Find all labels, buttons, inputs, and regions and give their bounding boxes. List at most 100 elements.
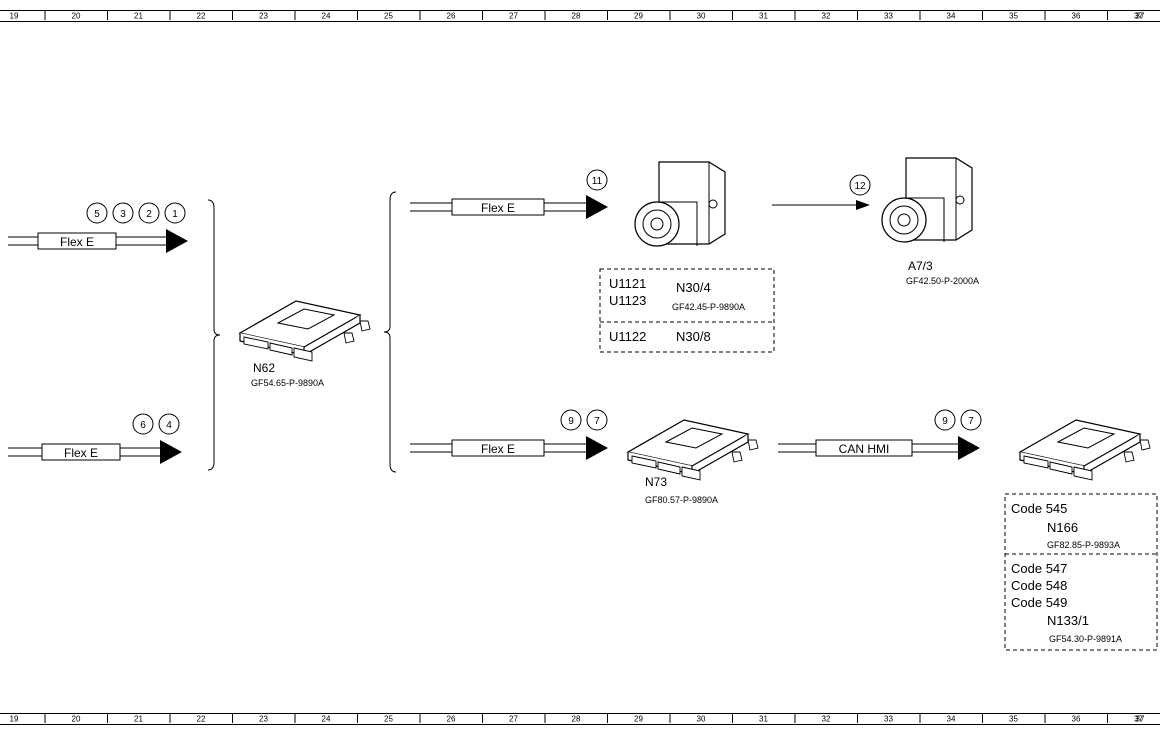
callout-upper-left-1-label: 3 [120,209,126,220]
ruler-number: 33 [884,12,893,21]
callout-lower-right-1-label: 7 [594,416,600,427]
ruler-number: 34 [947,715,956,724]
n30-unit-graphic [634,161,726,247]
ruler-number: 30 [697,715,706,724]
ruler-number: 22 [197,715,206,724]
callout-upper-left-3-circle [164,202,186,224]
ruler-number: 29 [634,715,643,724]
n62-module-graphic [239,300,371,362]
callout-lower-right-1-circle [586,409,608,431]
callout-can-0-circle [934,409,956,431]
n30-4-ref: GF42.45-P-9890A [672,302,745,312]
ruler-number: 26 [447,715,456,724]
ruler-number: 31 [759,715,768,724]
ruler-number-first: 19 [10,12,19,21]
left-brace [207,199,221,471]
flex-e-lower-left-arrowhead [160,440,182,464]
n30-dashed-box [599,268,775,353]
ruler-number: 25 [384,715,393,724]
n30-code-u1123: U1123 [609,293,646,308]
callout-lower-right-0-circle [560,409,582,431]
ruler-number: 35 [1009,12,1018,21]
code-548: Code 548 [1011,578,1067,593]
a7-arrowhead [856,200,870,210]
callout-upper-left-3-label: 1 [172,209,178,220]
code-547: Code 547 [1011,561,1067,576]
ruler-number: 36 [1072,12,1081,21]
bottom-ruler [0,713,1160,725]
ruler-number: 23 [259,12,268,21]
callout-12-circle [849,174,871,196]
ruler-number: 25 [384,12,393,21]
ruler-number: 28 [572,715,581,724]
ruler-number: 34 [947,12,956,21]
callout-11-label: 11 [592,176,603,187]
callout-lower-right-0-label: 9 [568,416,574,427]
n133-1-name: N133/1 [1047,613,1089,628]
callout-can-0-label: 9 [942,416,948,427]
ruler-number: 26 [447,12,456,21]
callout-lower-left-0-circle [132,413,154,435]
callout-upper-left-2-label: 2 [146,209,152,220]
flex-e-lower-right-arrowhead [586,436,608,460]
n62-ref: GF54.65-P-9890A [251,378,324,388]
ruler-number: 30 [697,12,706,21]
code-545: Code 545 [1011,501,1067,516]
callout-can-1-circle [960,409,982,431]
ruler-number: 35 [1009,715,1018,724]
flex-e-lower-right-label-box [451,439,545,457]
n62-name: N62 [253,361,275,375]
can-hmi-arrowhead [958,436,980,460]
ruler-number: 27 [509,12,518,21]
ruler-marks: 2020191921212222232324242525262627272828… [10,10,1145,724]
n73-module-graphic [627,419,759,481]
callout-can-1-label: 7 [968,416,974,427]
ruler-number: 21 [134,12,143,21]
callout-upper-left-1-circle [112,202,134,224]
n166-ref: GF82.85-P-9893A [1047,540,1120,550]
flex-e-upper-right-label: Flex E [481,201,515,215]
flex-e-upper-left-arrowhead [166,229,188,253]
flex-e-lower-left-label: Flex E [64,446,98,460]
callout-upper-left-0-label: 5 [94,209,100,220]
ruler-number: 29 [634,12,643,21]
ruler-number: 22 [197,12,206,21]
n166-module-graphic [1019,419,1151,481]
flex-e-upper-right-arrowhead [586,195,608,219]
n73-ref: GF80.57-P-9890A [645,495,718,505]
ruler-number: 36 [1072,715,1081,724]
ruler-number-first: 19 [10,715,19,724]
callout-lower-left-1-circle [158,413,180,435]
callout-11-circle [586,169,608,191]
ruler-number: 27 [509,715,518,724]
ruler-number: 21 [134,715,143,724]
can-hmi-label: CAN HMI [839,442,890,456]
callout-upper-left-0-circle [86,202,108,224]
ruler-number: 32 [822,12,831,21]
callout-lower-left-0-label: 6 [140,420,146,431]
a7-3-ref: GF42.50-P-2000A [906,276,979,286]
n30-code-u1121: U1121 [609,276,646,291]
ruler-number: 37 [1136,715,1145,724]
ruler-number: 24 [322,715,331,724]
ruler-number: 20 [72,715,81,724]
ruler-number: 37 [1134,12,1143,21]
flex-e-upper-right-label-box [451,198,545,216]
flex-e-upper-left-label-box [37,232,117,250]
top-ruler [0,10,1160,22]
ruler-number: 37 [1134,715,1143,724]
n166-name: N166 [1047,520,1078,535]
callout-12-label: 12 [854,181,866,192]
n30-code-u1122: U1122 [609,329,646,344]
ruler-number: 37 [1136,12,1145,21]
ruler-number: 23 [259,715,268,724]
ruler-number: 24 [322,12,331,21]
callout-upper-left-2-circle [138,202,160,224]
flex-e-lower-left-label-box [41,443,121,461]
middle-brace [383,191,397,473]
ruler-number: 28 [572,12,581,21]
a7-unit-graphic [881,157,973,243]
can-hmi-label-box [815,439,913,457]
n30-8-name: N30/8 [676,329,711,344]
